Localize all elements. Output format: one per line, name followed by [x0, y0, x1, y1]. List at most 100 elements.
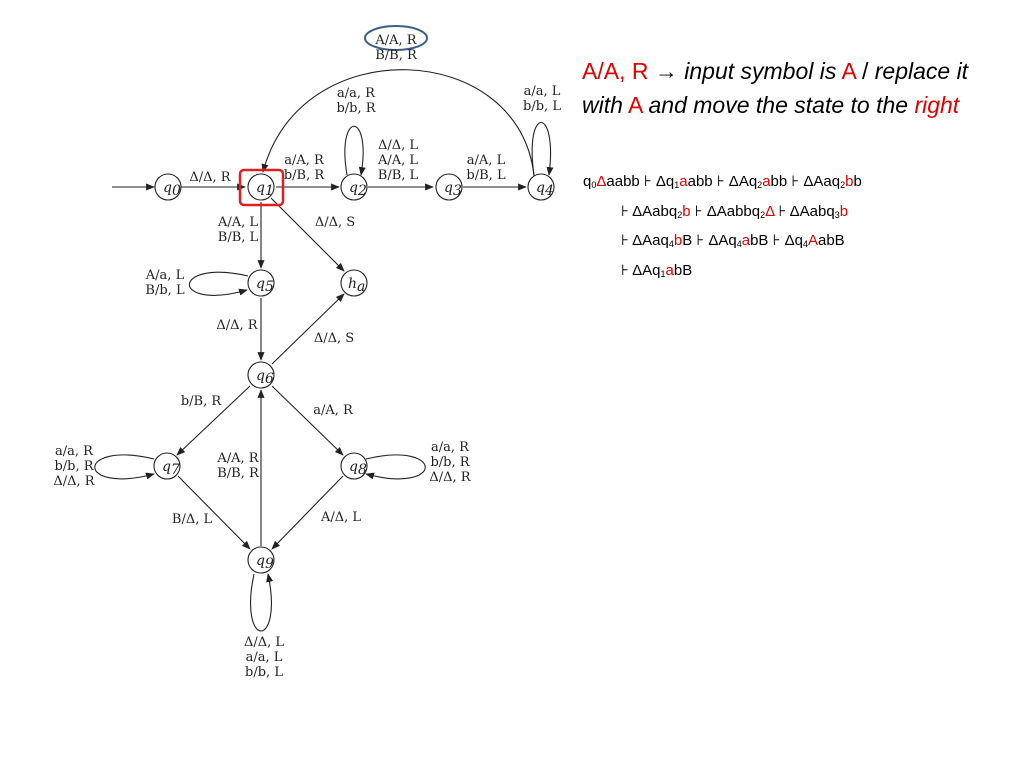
label-q1-ha: Δ/Δ, S [315, 215, 355, 230]
trace-line: ⊦ ΔAaq4bB ⊦ ΔAq4abB ⊦ Δq4AabB [583, 227, 1013, 257]
state-q6-circle [247, 361, 275, 389]
trace-line: ⊦ ΔAq1abB [583, 257, 1013, 287]
explanation-slash: / [861, 58, 869, 84]
trace-segment: bB [673, 261, 693, 279]
edge-q6-q8 [271, 385, 344, 456]
label-q6-q7: b/B, R [181, 394, 223, 409]
trace-segment: b [853, 173, 862, 190]
trace-state-subscript: 1 [660, 268, 666, 279]
trace-state-subscript: 4 [736, 239, 742, 249]
loop-q7 [94, 454, 155, 480]
state-label-q1: q1 [256, 180, 274, 199]
label-q5-q6: Δ/Δ, R [216, 318, 258, 333]
trace-state-subscript: 0 [591, 180, 597, 190]
trace-segment: ⊦ ΔAabq [621, 202, 678, 220]
trace-head-symbol: b [839, 202, 849, 220]
highlight-top-label-ellipse [364, 25, 428, 51]
state-label-q9: q9 [256, 553, 274, 572]
label-q0-q1: Δ/Δ, R [189, 170, 231, 185]
state-label-q0: q0 [163, 180, 181, 199]
state-q5-circle [247, 269, 275, 297]
trace-head-symbol: b [673, 232, 683, 249]
trace-segment: ⊦ ΔAabq [774, 202, 835, 220]
trace-head-symbol: Δ [765, 202, 775, 220]
state-q9-circle [247, 546, 275, 574]
state-q7-circle [153, 452, 181, 480]
explanation-rule: A/A, R [582, 58, 649, 84]
trace-head-symbol: b [845, 173, 854, 190]
state-ha-circle [340, 269, 368, 297]
trace-segment: abb ⊦ ΔAq [687, 173, 758, 190]
trace-state-subscript: 1 [674, 180, 680, 190]
arrow-icon: → [654, 58, 678, 84]
state-label-ha: ha [348, 276, 365, 295]
highlight-q1-box [238, 168, 285, 207]
state-label-q6: q6 [256, 368, 274, 387]
state-q1-circle [247, 173, 275, 201]
trace-head-symbol: a [679, 173, 688, 190]
trace-segment: abB [817, 232, 845, 249]
edge-q4-q1-arc [261, 69, 535, 177]
trace-segment: bb ⊦ ΔAaq [770, 173, 841, 190]
loop-q5 [189, 271, 249, 296]
edge-q7-q9 [177, 475, 251, 550]
trace-head-symbol: a [762, 173, 771, 190]
explanation-part-2: replace it with [582, 58, 969, 118]
label-q6-q8: a/A, R [313, 403, 354, 418]
state-q4-circle [527, 173, 555, 201]
trace-segment: aabb ⊦ Δq [606, 173, 675, 190]
label-q8-q9: A/Δ, L [320, 510, 361, 525]
edge-q6-q7 [176, 385, 251, 456]
trace-segment: q [583, 173, 592, 190]
trace-state-subscript: 2 [760, 209, 766, 220]
edge-q6-ha [271, 293, 345, 365]
state-q2-circle [340, 173, 368, 201]
edge-q1-ha [270, 197, 345, 272]
loop-q8 [365, 454, 426, 480]
explanation-part-3: and move the state to the [648, 92, 909, 118]
trace-segment: B ⊦ ΔAq [682, 232, 737, 249]
trace-state-subscript: 2 [840, 180, 846, 190]
trace-segment: bB ⊦ Δq [750, 232, 803, 249]
trace-head-symbol: a [741, 232, 751, 249]
state-q8-circle [340, 452, 368, 480]
explanation-symbol: A [841, 58, 856, 84]
trace-state-subscript: 4 [668, 239, 674, 249]
trace-head-symbol: a [665, 261, 674, 279]
state-q0-circle [154, 173, 182, 201]
trace-head-symbol: b [682, 202, 691, 220]
trace-head-symbol: Δ [596, 173, 607, 190]
state-label-q4: q4 [536, 180, 554, 199]
state-label-q8: q8 [349, 459, 367, 478]
loop-q2 [344, 125, 366, 176]
state-label-q5: q5 [256, 276, 274, 295]
trace-segment: ⊦ ΔAaq [621, 232, 669, 249]
explanation-part-1: input symbol is [684, 58, 837, 84]
trace-segment: ⊦ ΔAabbq [690, 202, 761, 220]
edge-q8-q9 [271, 475, 344, 550]
state-label-q2: q2 [349, 180, 367, 199]
loop-q9 [250, 573, 274, 632]
trace-line: ⊦ ΔAabq2b ⊦ ΔAabbq2Δ ⊦ ΔAabq3b [583, 198, 1013, 228]
state-label-q3: q3 [444, 180, 462, 199]
explanation-direction: right [914, 92, 960, 118]
label-q7-q9: B/Δ, L [172, 512, 213, 527]
trace-state-subscript: 4 [802, 239, 808, 249]
explanation-replace: A [628, 92, 643, 118]
computation-trace: q0Δaabb ⊦ Δq1aabb ⊦ ΔAq2abb ⊦ ΔAaq2bb⊦ Δ… [583, 168, 1013, 286]
explanation-text: A/A, R → input symbol is A / replace it … [582, 54, 1012, 122]
state-q3-circle [435, 173, 463, 201]
trace-head-symbol: A [807, 232, 818, 249]
